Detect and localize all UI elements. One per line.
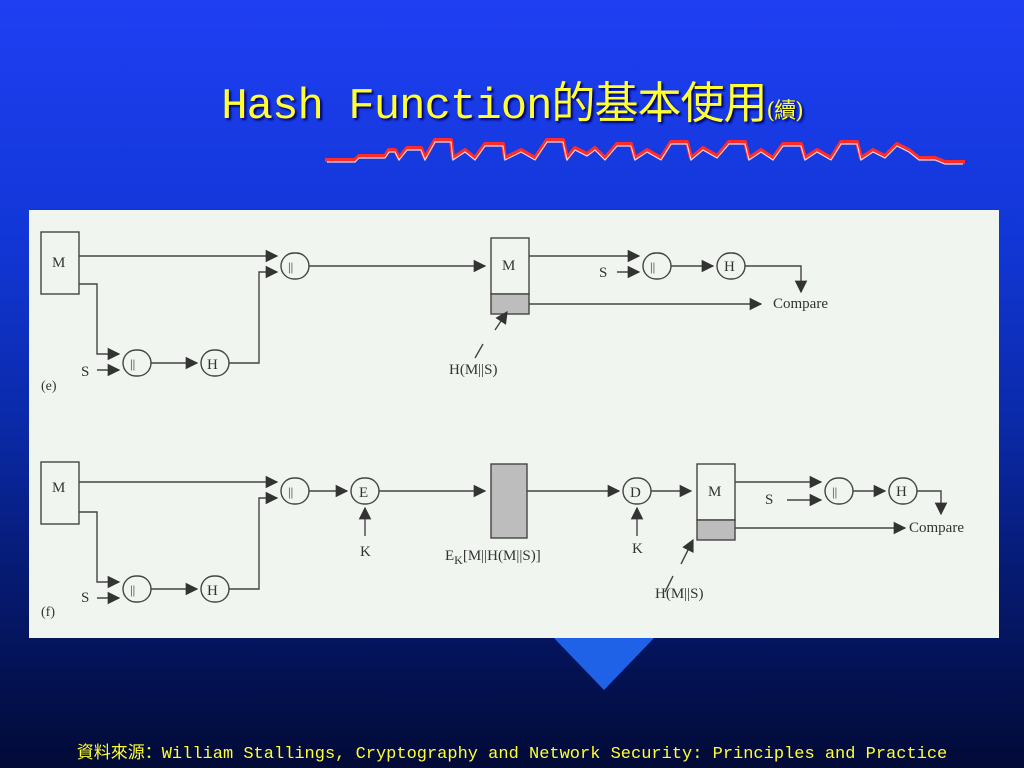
e-concat-top-label: || <box>288 259 293 274</box>
f-compare-label: Compare <box>909 520 964 536</box>
f-message-label: M <box>52 480 65 496</box>
decorative-ornament <box>325 138 965 165</box>
hash-usage-diagram: M S || H || M S || H Compare H(M||S) (e) <box>40 231 964 620</box>
title-sub: (續) <box>766 99 804 124</box>
f-ciphertext-block <box>490 463 528 539</box>
f-concat-lower <box>122 575 152 603</box>
panel-e <box>40 231 808 377</box>
f-recv-concat <box>824 477 854 505</box>
source-footer: 資料來源：William Stallings, Cryptography and… <box>76 745 948 764</box>
f-hash-label: H <box>207 583 218 599</box>
diagram-figure: M S || H || M S || H Compare H(M||S) (e) <box>29 210 999 638</box>
f-key-d-label: K <box>632 541 643 557</box>
e-hash-label: H <box>207 357 218 373</box>
e-recv-concat-label: || <box>650 259 655 274</box>
slide-title: Hash Function的基本使用(續) <box>0 72 1024 142</box>
f-ciphertext-label: EK[M||H(M||S)] <box>445 548 541 567</box>
e-recv-message-label: M <box>502 258 515 274</box>
f-recv-secret-label: S <box>765 492 773 508</box>
e-recv-secret-label: S <box>599 265 607 281</box>
e-recv-hash-box <box>490 293 530 315</box>
e-concat-lower <box>122 349 152 377</box>
e-panel-label: (e) <box>41 379 57 394</box>
f-hash-value-label: H(M||S) <box>655 586 704 602</box>
f-concat-top <box>280 477 310 505</box>
f-key-e-label: K <box>360 544 371 560</box>
f-panel-label: (f) <box>41 605 55 620</box>
panel-f-labels: M S || H || E K EK[M||H(M||S)] D K M S |… <box>41 480 964 620</box>
f-recv-message-box <box>696 463 736 521</box>
e-recv-hash-label: H <box>724 259 735 275</box>
e-concat-lower-label: || <box>130 356 135 371</box>
panel-f <box>40 461 948 605</box>
f-recv-hash-label: H <box>896 484 907 500</box>
f-recv-hash-box <box>696 519 736 541</box>
f-message-box <box>40 461 80 525</box>
f-concat-lower-label: || <box>130 582 135 597</box>
e-hash-value-label: H(M||S) <box>449 362 498 378</box>
f-encrypt-label: E <box>359 485 368 501</box>
f-concat-top-label: || <box>288 484 293 499</box>
panel-e-labels: M S || H || M S || H Compare H(M||S) (e) <box>41 255 828 394</box>
e-message-box <box>40 231 80 295</box>
e-message-label: M <box>52 255 65 271</box>
f-recv-concat-label: || <box>832 484 837 499</box>
e-recv-concat <box>642 252 672 280</box>
e-secret-label: S <box>81 364 89 380</box>
accent-triangle <box>552 636 656 690</box>
f-recv-message-label: M <box>708 484 721 500</box>
f-secret-label: S <box>81 590 89 606</box>
title-main: Hash Function的基本使用 <box>221 82 767 132</box>
e-compare-label: Compare <box>773 296 828 312</box>
f-decrypt-label: D <box>630 485 641 501</box>
e-concat-top <box>280 252 310 280</box>
